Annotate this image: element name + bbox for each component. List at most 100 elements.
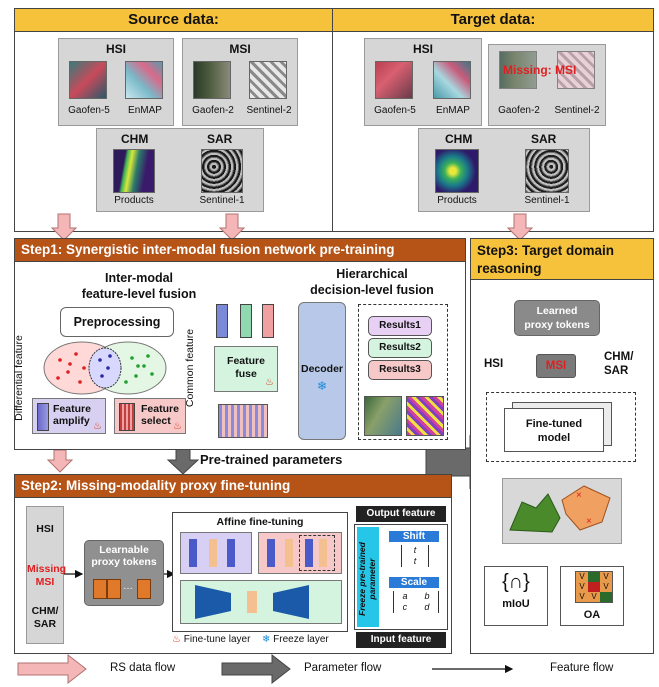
orange-region: [561, 485, 611, 531]
feature-fuse-box: Feature fuse ♨: [214, 346, 278, 392]
hsi-label: HSI: [36, 523, 54, 535]
oa-cell: V: [576, 572, 588, 582]
scale-a: a: [402, 591, 408, 601]
blue-dot: [108, 354, 112, 358]
flame-icon: ♨: [93, 421, 102, 432]
step3-msi-box: MSI: [536, 354, 576, 378]
output-feature-box: Output feature: [356, 506, 446, 522]
results-group: [358, 304, 448, 440]
inter-modal-title: Inter-modal feature-level fusion: [64, 270, 214, 302]
blue-dot: [100, 374, 104, 378]
fine-tune-legend: ♨ Fine-tune layer: [172, 634, 250, 645]
feature-select-label: Feature select: [141, 403, 179, 427]
blue-dot: [106, 366, 110, 370]
cross-mark: ×: [586, 516, 592, 527]
snowflake-icon: ❄: [317, 379, 328, 393]
oa-cell: V: [576, 592, 588, 602]
caption: EnMAP: [128, 105, 162, 116]
feature-fuse-label: Feature fuse: [215, 355, 277, 381]
target-msi-card: Missing: MSI Gaofen-2 Sentinel-2: [488, 44, 606, 126]
finetuned-line1: Fine-tuned: [525, 418, 583, 430]
result-map-1: [364, 396, 402, 436]
affine-label: Affine fine-tuning: [216, 516, 304, 528]
source-chm-label: CHM: [121, 132, 149, 146]
step2-header: Step2: Missing-modality proxy fine-tunin…: [14, 474, 452, 498]
legend-feature-flow: Feature flow: [550, 662, 614, 674]
green-dot: [142, 364, 146, 368]
caption: Gaofen-2: [498, 105, 540, 116]
step3-chm-line1: CHM/: [604, 351, 634, 363]
learnable-line1: Learnable: [99, 544, 149, 556]
hierarchical-title: Hierarchical decision-level fusion: [292, 266, 452, 298]
token-cube: [137, 579, 151, 599]
modality-input-column: HSI Missing MSI CHM/ SAR: [26, 506, 66, 644]
gaofen5-image: [69, 61, 107, 99]
caption: Products: [114, 195, 154, 206]
freeze-param-label: Freeze pre-trained parameter: [357, 542, 377, 616]
scale-row2: c d: [394, 602, 438, 613]
token-cube: [93, 579, 107, 599]
cross-mark: ×: [576, 490, 582, 501]
miou-box: {∩} mIoU: [484, 566, 548, 626]
learnable-tokens-box: Learnable proxy tokens …: [84, 540, 164, 606]
green-region: [509, 493, 561, 533]
freeze-param-bar: [357, 527, 379, 627]
feature-amplify-label: Feature amplify: [53, 403, 91, 427]
target-chm-sar-card: CHM SAR Products Sentinel-1: [418, 128, 590, 212]
sar-image: [201, 149, 243, 193]
oa-cell: V: [600, 582, 612, 592]
result-map-2: [406, 396, 444, 436]
red-dot: [74, 352, 78, 356]
venn-diagram: [43, 341, 167, 395]
feature-amplify-line2: amplify: [53, 415, 90, 427]
missing-msi-label: Missing: MSI: [503, 63, 577, 77]
freeze-legend: ❄ Freeze layer: [262, 634, 329, 645]
caption: Gaofen-2: [192, 105, 234, 116]
target-header: Target data:: [332, 8, 654, 32]
sar-image: [525, 149, 569, 193]
layer-block-purple: [180, 532, 252, 574]
layer-bar: [285, 539, 293, 567]
oa-box: V V V V V V OA: [560, 566, 624, 626]
step3-chm-label: CHM/ SAR: [604, 350, 633, 378]
scale-c: c: [402, 602, 408, 612]
blue-dot: [98, 358, 102, 362]
green-dot: [124, 380, 128, 384]
legend-param-flow: Parameter flow: [304, 662, 382, 674]
layer-bar: [319, 539, 327, 567]
venn-overlap: [88, 347, 122, 389]
miou-label: mIoU: [502, 598, 530, 610]
target-hsi-label: HSI: [412, 42, 433, 56]
oa-cell: [588, 572, 600, 582]
chm-sar-label: CHM/ SAR: [27, 605, 63, 631]
decoder-label: Decoder: [300, 363, 343, 375]
finetuned-dashed-frame: [486, 392, 636, 462]
encoder-trapezoid: [195, 585, 231, 619]
affine-param-panel: Freeze pre-trained parameter Shift t t S…: [354, 524, 448, 630]
bottleneck-bar: [247, 591, 257, 613]
enmap-image: [125, 61, 163, 99]
caption: Gaofen-5: [68, 105, 110, 116]
layer-bar: [189, 539, 197, 567]
decoder-box: Decoder ❄: [298, 302, 346, 440]
red-dot: [58, 358, 62, 362]
scale-d: d: [424, 602, 430, 612]
green-dot: [136, 364, 140, 368]
step3-hsi-label: HSI: [484, 358, 504, 370]
chm-image: [113, 149, 155, 193]
source-msi-label: MSI: [229, 42, 251, 56]
fused-layers: [218, 404, 268, 438]
layer-bar: [305, 539, 313, 567]
oa-label: OA: [583, 609, 601, 621]
caption: Gaofen-5: [374, 105, 416, 116]
pretrained-label: Pre-trained parameters: [200, 452, 343, 467]
source-hsi-card: HSI Gaofen-5 EnMAP: [58, 38, 174, 126]
gaofen5-image: [375, 61, 413, 99]
source-chm-sar-card: CHM SAR Products Sentinel-1: [96, 128, 264, 212]
feature-select-line1: Feature: [141, 403, 179, 415]
data-panel-divider: [332, 8, 333, 232]
feature-map-icon: [119, 403, 135, 431]
shift-t2: t: [413, 556, 417, 566]
feature-map-icon: [37, 403, 49, 431]
flame-icon: ♨: [265, 377, 274, 388]
